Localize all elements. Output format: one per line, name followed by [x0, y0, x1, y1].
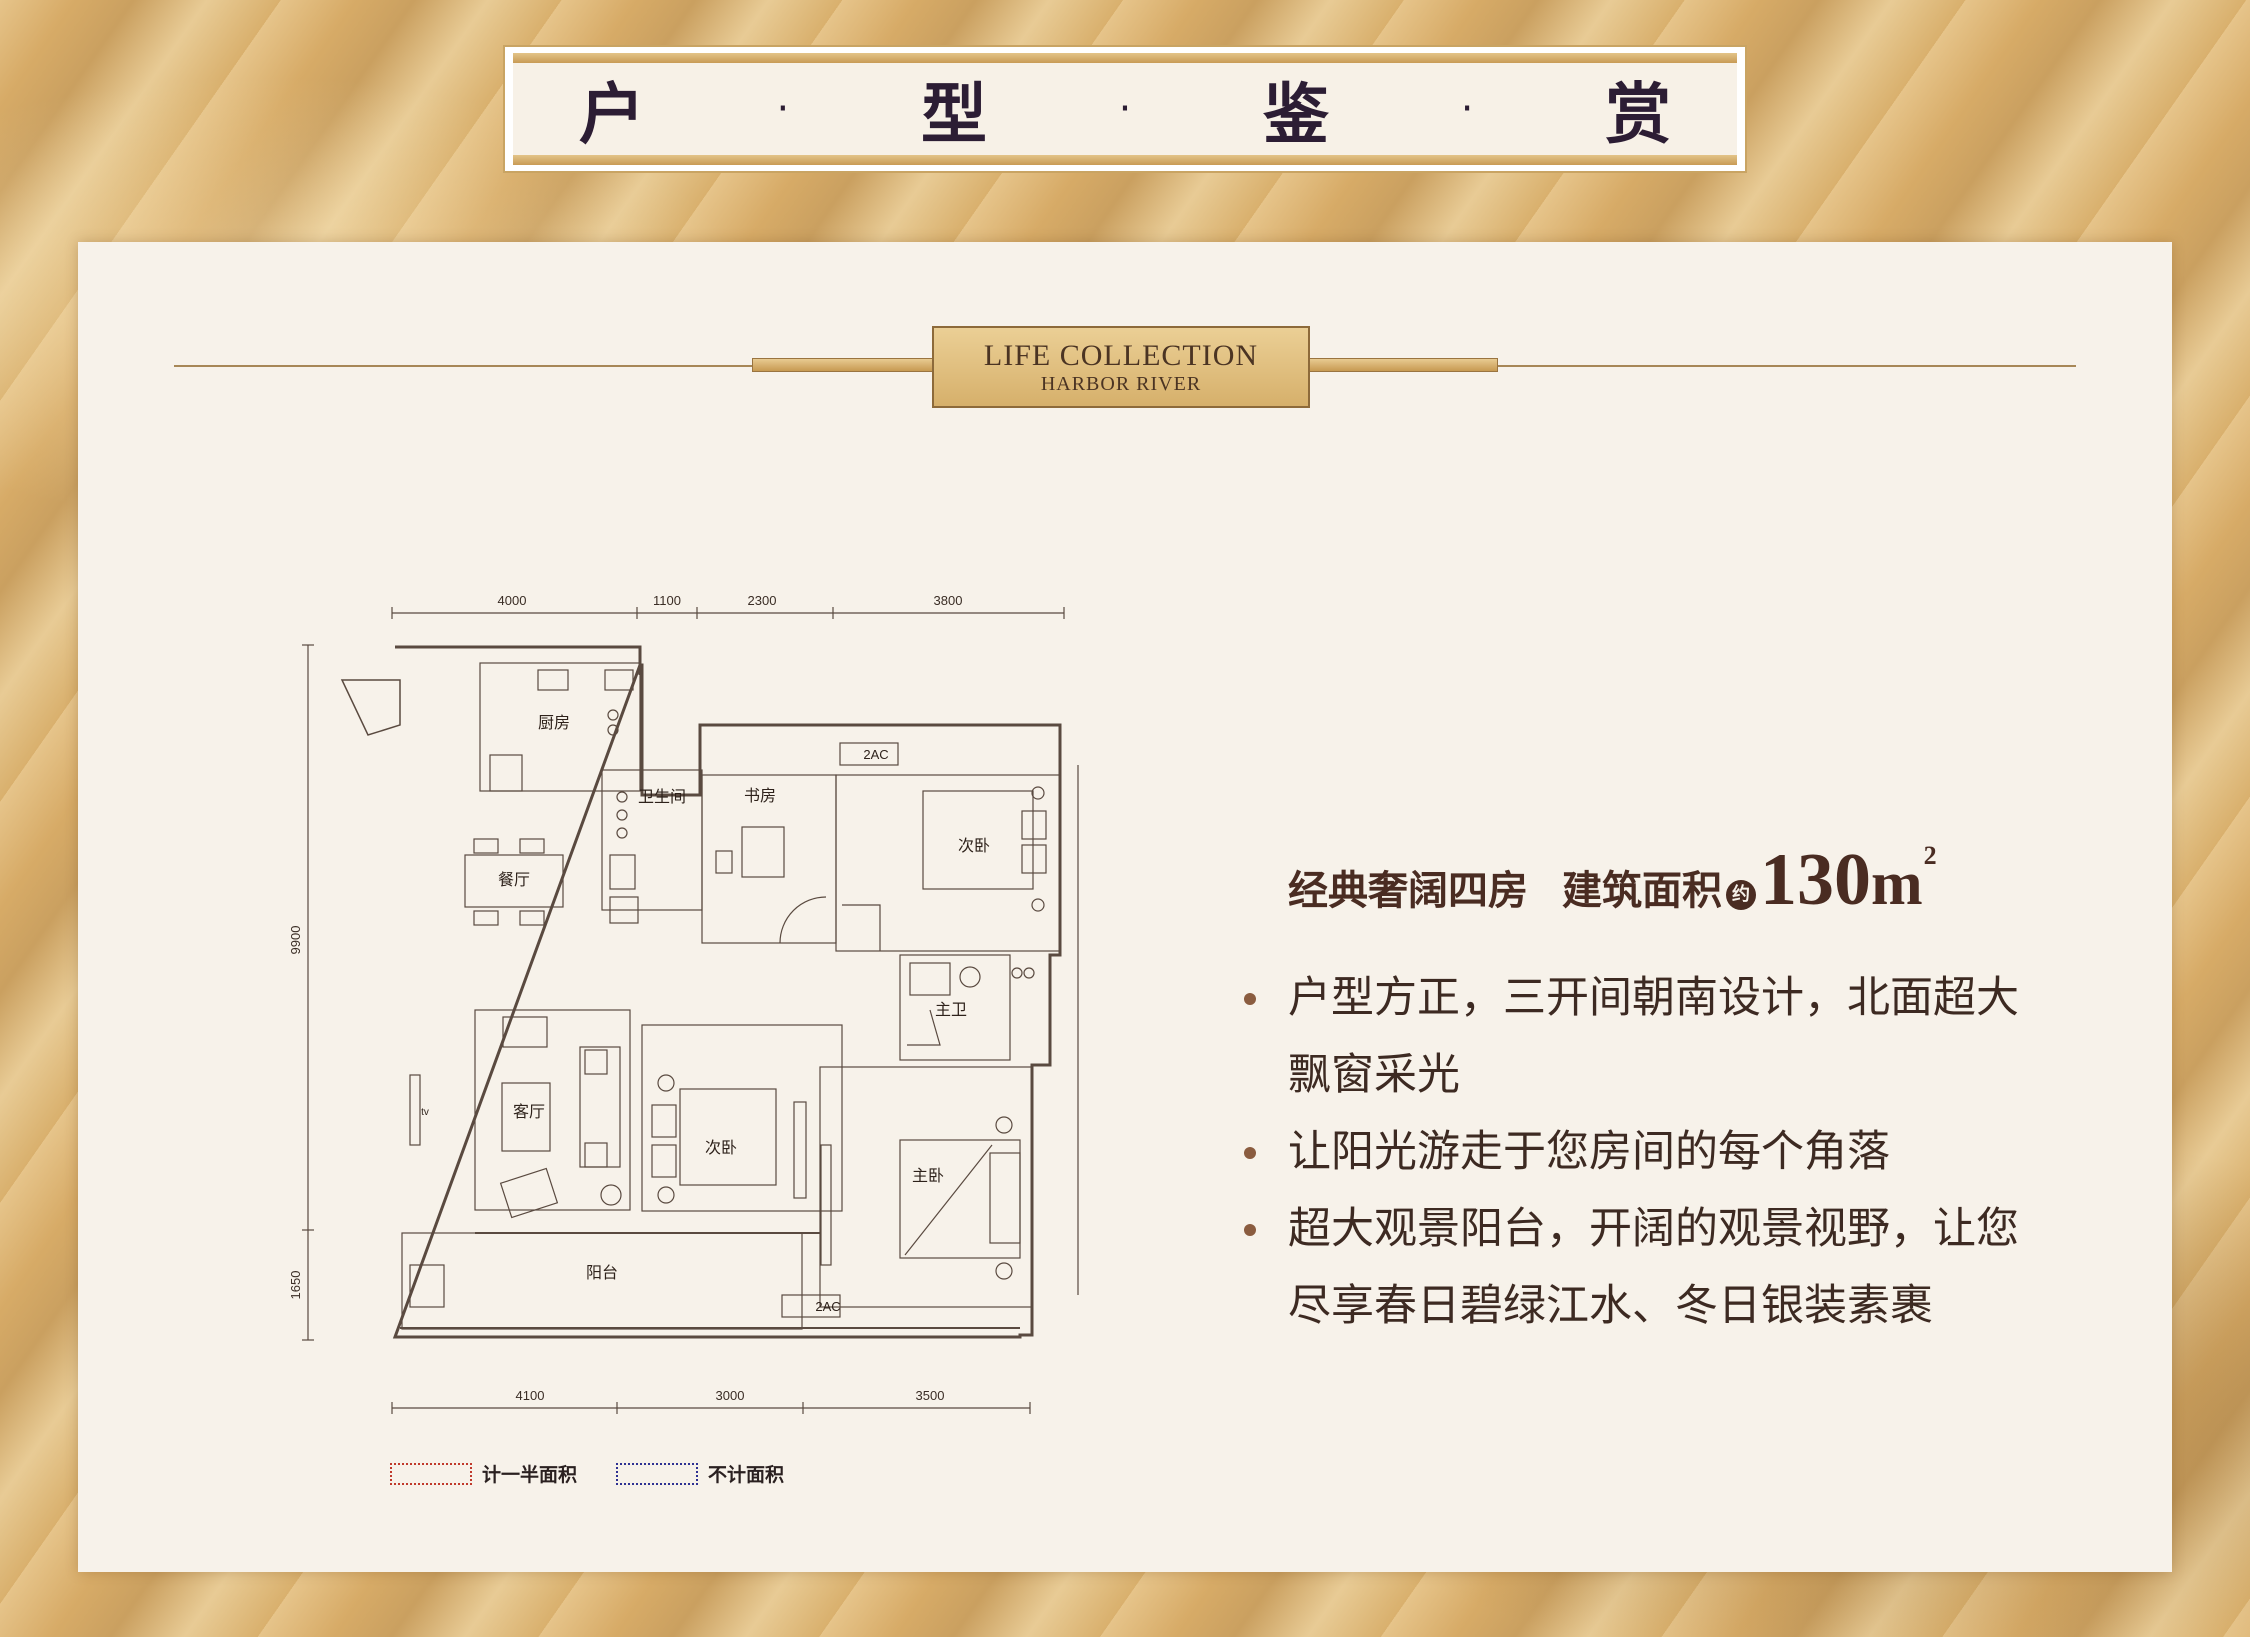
title-char-1: 户: [578, 76, 645, 153]
bedroom-ne-outline: [835, 774, 1061, 952]
floor-plan: 4000 1100 2300 3800 4100 3000 3500 9900 …: [288, 593, 1079, 1414]
brand-plaque: LIFE COLLECTION HARBOR RIVER: [932, 326, 1310, 408]
master-bedroom-outline: [819, 1066, 1033, 1308]
legend-half-area: 计一半面积: [390, 1460, 577, 1487]
dim-top-4: 3800: [934, 593, 963, 608]
room-master-bedroom: 主卧: [912, 1166, 944, 1185]
room-balcony: 阳台: [586, 1263, 618, 1282]
banner-bottom-bar: [513, 155, 1737, 165]
feature-item: 户型方正，三开间朝南设计，北面超大飘窗采光: [1240, 960, 2040, 1114]
header-rule-left: [174, 365, 932, 367]
dim-left-1: 9900: [288, 926, 303, 955]
room-living: 客厅: [513, 1102, 545, 1121]
title-char-3: 鉴: [1263, 76, 1330, 153]
master-bath-outline: [899, 954, 1011, 1061]
title-char-2: 型: [920, 76, 987, 153]
living-outline: [474, 1009, 631, 1211]
plaque-line2: HARBOR RIVER: [1040, 372, 1202, 395]
legend-swatch-blue: [616, 1462, 698, 1485]
banner-inner: 户 · 型 · 鉴 · 赏: [513, 63, 1737, 155]
room-bedroom-mid: 次卧: [705, 1138, 737, 1157]
dim-top-2: 1100: [653, 593, 681, 608]
dining-table: [464, 854, 564, 908]
feature-item: 超大观景阳台，开阔的观景视野，让您尽享春日碧绿江水、冬日银装素裹: [1240, 1191, 2040, 1345]
room-study: 书房: [744, 786, 776, 805]
room-master-bath: 主卫: [935, 1000, 967, 1019]
legend-swatch-red: [390, 1462, 472, 1485]
area-value: 130: [1760, 839, 1871, 921]
dim-bottom-2: 3000: [716, 1388, 745, 1403]
area-unit-text: m: [1871, 850, 1923, 918]
banner-top-bar: [513, 53, 1737, 63]
feature-list: 户型方正，三开间朝南设计，北面超大飘窗采光 让阳光游走于您房间的每个角落 超大观…: [1240, 960, 2040, 1345]
area-unit-exp: 2: [1923, 841, 1937, 870]
dim-bottom-3: 3500: [916, 1388, 945, 1403]
room-dining: 餐厅: [498, 870, 530, 889]
room-toilet: 卫生间: [638, 787, 686, 806]
area-label: 建筑面积: [1562, 868, 1722, 914]
legend-label: 不计面积: [708, 1464, 785, 1486]
tv-label: tv: [421, 1107, 429, 1118]
dim-top-1: 4000: [498, 593, 527, 608]
room-kitchen: 厨房: [538, 713, 570, 732]
kitchen-outline: [479, 662, 641, 792]
legend-no-area: 不计面积: [616, 1460, 784, 1487]
ac-label-top: 2AC: [863, 747, 888, 762]
ac-label-bottom: 2AC: [815, 1299, 840, 1314]
dim-left-2: 1650: [288, 1271, 303, 1300]
title-banner: 户 · 型 · 鉴 · 赏: [503, 45, 1747, 173]
room-bedroom-ne: 次卧: [958, 836, 990, 855]
bedroom-mid-outline: [641, 1024, 843, 1212]
title-separator: ·: [1118, 86, 1132, 132]
dim-top-3: 2300: [748, 593, 777, 608]
feature-item: 让阳光游走于您房间的每个角落: [1240, 1114, 2040, 1191]
content-card: [78, 242, 2172, 1572]
approx-badge: 约: [1726, 880, 1756, 910]
title-char-4: 赏: [1605, 76, 1672, 153]
title-separator: ·: [776, 86, 790, 132]
legend-label: 计一半面积: [482, 1464, 578, 1486]
header-rule-right: [1310, 365, 2076, 367]
plaque-line1: LIFE COLLECTION: [983, 338, 1259, 372]
layout-type: 经典奢阔四房: [1288, 868, 1528, 914]
title-separator: ·: [1460, 86, 1474, 132]
plaque-bar-right: [1308, 358, 1498, 372]
plaque-bar-left: [752, 358, 934, 372]
dim-bottom-1: 4100: [516, 1388, 545, 1403]
